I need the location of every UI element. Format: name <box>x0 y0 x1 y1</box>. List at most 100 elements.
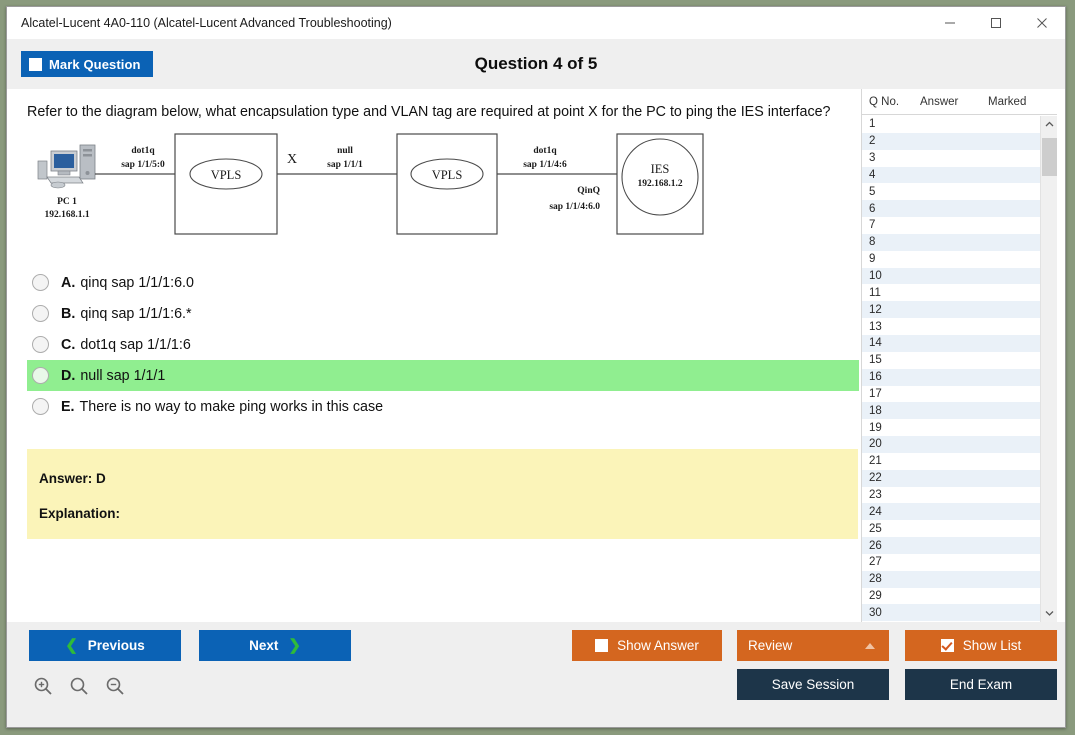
question-list-row[interactable]: 15 <box>862 352 1040 369</box>
chevron-left-icon: ❮ <box>65 637 78 654</box>
show-answer-checkbox-icon[interactable] <box>595 639 609 652</box>
question-list-row[interactable]: 12 <box>862 301 1040 319</box>
question-list-row[interactable]: 14 <box>862 334 1040 352</box>
question-list-row-number: 28 <box>869 573 882 586</box>
question-list-row-number: 19 <box>869 421 882 434</box>
option-row-c[interactable]: C. dot1q sap 1/1/1:6 <box>27 329 859 360</box>
column-header-marked: Marked <box>988 95 1027 108</box>
question-list-row[interactable]: 26 <box>862 537 1040 554</box>
radio-button-c[interactable] <box>32 336 49 353</box>
zoom-in-icon[interactable] <box>31 674 55 698</box>
question-list-row[interactable]: 17 <box>862 386 1040 403</box>
radio-button-d[interactable] <box>32 367 49 384</box>
question-list-row[interactable]: 18 <box>862 402 1040 420</box>
option-row-d[interactable]: D. null sap 1/1/1 <box>27 360 859 391</box>
diagram-link1-sap: sap 1/1/5:0 <box>121 160 165 170</box>
answer-value: Answer: D <box>39 471 106 486</box>
show-answer-label: Show Answer <box>617 638 699 653</box>
option-row-b[interactable]: B. qinq sap 1/1/1:6.* <box>27 298 859 329</box>
question-list-row-number: 5 <box>869 185 876 198</box>
diagram-node-vpls-2: VPLS <box>432 168 463 182</box>
question-list-row[interactable]: 24 <box>862 503 1040 521</box>
zoom-out-icon[interactable] <box>103 674 127 698</box>
question-list-row[interactable]: 16 <box>862 368 1040 386</box>
question-list-row[interactable]: 1 <box>862 116 1040 133</box>
window-controls <box>927 7 1065 39</box>
show-list-button[interactable]: Show List <box>905 630 1057 661</box>
show-list-checkbox-icon[interactable] <box>940 639 954 652</box>
zoom-reset-icon[interactable] <box>67 674 91 698</box>
column-header-answer: Answer <box>920 95 959 108</box>
radio-button-b[interactable] <box>32 305 49 322</box>
mark-question-button[interactable]: Mark Question <box>21 51 153 77</box>
question-list-row[interactable]: 20 <box>862 436 1040 453</box>
diagram-pc-name: PC 1 <box>57 197 77 207</box>
scroll-up-arrow-icon[interactable] <box>1041 116 1058 133</box>
next-button[interactable]: Next ❯ <box>199 630 351 661</box>
question-list-row-number: 17 <box>869 387 882 400</box>
question-list-row-number: 12 <box>869 303 882 316</box>
question-list-row[interactable]: 9 <box>862 251 1040 268</box>
window-title: Alcatel-Lucent 4A0-110 (Alcatel-Lucent A… <box>21 15 392 30</box>
option-letter-e: E. <box>61 398 75 415</box>
question-list-row[interactable]: 13 <box>862 318 1040 335</box>
question-list-row[interactable]: 10 <box>862 267 1040 285</box>
scrollbar-thumb[interactable] <box>1042 138 1057 176</box>
page-title: Question 4 of 5 <box>474 54 598 73</box>
pc-icon <box>37 144 96 189</box>
diagram-ies-ip: 192.168.1.2 <box>637 179 682 189</box>
bottom-toolbar: ❮ Previous Next ❯ Show Answer Review Sho… <box>7 622 1065 727</box>
option-row-e[interactable]: E. There is no way to make ping works in… <box>27 391 859 422</box>
review-dropdown-button[interactable]: Review <box>737 630 889 661</box>
show-answer-button[interactable]: Show Answer <box>572 630 722 661</box>
question-list-row[interactable]: 7 <box>862 217 1040 234</box>
option-letter-a: A. <box>61 274 76 291</box>
option-row-a[interactable]: A. qinq sap 1/1/1:6.0 <box>27 267 859 298</box>
answer-explanation-panel: Answer: D Explanation: <box>27 449 858 539</box>
question-list-row-number: 3 <box>869 152 876 165</box>
question-list-row-number: 21 <box>869 455 882 468</box>
question-list-row[interactable]: 27 <box>862 554 1040 571</box>
previous-button[interactable]: ❮ Previous <box>29 630 181 661</box>
question-list-row-number: 4 <box>869 168 876 181</box>
question-list-row-number: 10 <box>869 270 882 283</box>
question-list-row[interactable]: 8 <box>862 233 1040 251</box>
question-list-row[interactable]: 4 <box>862 166 1040 184</box>
radio-button-e[interactable] <box>32 398 49 415</box>
question-list-row[interactable]: 19 <box>862 419 1040 436</box>
diagram-link3-encap: dot1q <box>533 146 557 156</box>
question-list-row[interactable]: 29 <box>862 588 1040 605</box>
scroll-down-arrow-icon[interactable] <box>1041 605 1058 622</box>
question-list-row[interactable]: 6 <box>862 200 1040 218</box>
question-list-header: Q No. Answer Marked <box>862 89 1057 115</box>
question-list-row[interactable]: 22 <box>862 469 1040 487</box>
zoom-tool-group <box>31 674 127 698</box>
question-list-row-number: 2 <box>869 135 876 148</box>
minimize-icon[interactable] <box>927 7 973 39</box>
question-list-row[interactable]: 5 <box>862 183 1040 200</box>
mark-question-checkbox-icon[interactable] <box>29 57 42 71</box>
question-list-row[interactable]: 21 <box>862 453 1040 470</box>
maximize-icon[interactable] <box>973 7 1019 39</box>
question-list-row[interactable]: 30 <box>862 604 1040 622</box>
question-list-row[interactable]: 23 <box>862 487 1040 504</box>
radio-button-a[interactable] <box>32 274 49 291</box>
question-list-row-number: 30 <box>869 606 882 619</box>
option-text-b: qinq sap 1/1/1:6.* <box>80 305 192 322</box>
option-letter-d: D. <box>61 367 76 384</box>
question-list-scrollbar[interactable] <box>1040 116 1057 622</box>
save-session-button[interactable]: Save Session <box>737 669 889 700</box>
question-list-row[interactable]: 2 <box>862 132 1040 150</box>
question-list-row[interactable]: 11 <box>862 284 1040 301</box>
option-text-d: null sap 1/1/1 <box>80 367 166 384</box>
question-list-row-number: 22 <box>869 472 882 485</box>
question-list-row[interactable]: 25 <box>862 520 1040 537</box>
end-exam-button[interactable]: End Exam <box>905 669 1057 700</box>
diagram-link2-encap: null <box>337 146 353 156</box>
question-list-row[interactable]: 3 <box>862 150 1040 167</box>
question-list-row[interactable]: 28 <box>862 570 1040 588</box>
explanation-label: Explanation: <box>39 506 121 521</box>
close-icon[interactable] <box>1019 7 1065 39</box>
